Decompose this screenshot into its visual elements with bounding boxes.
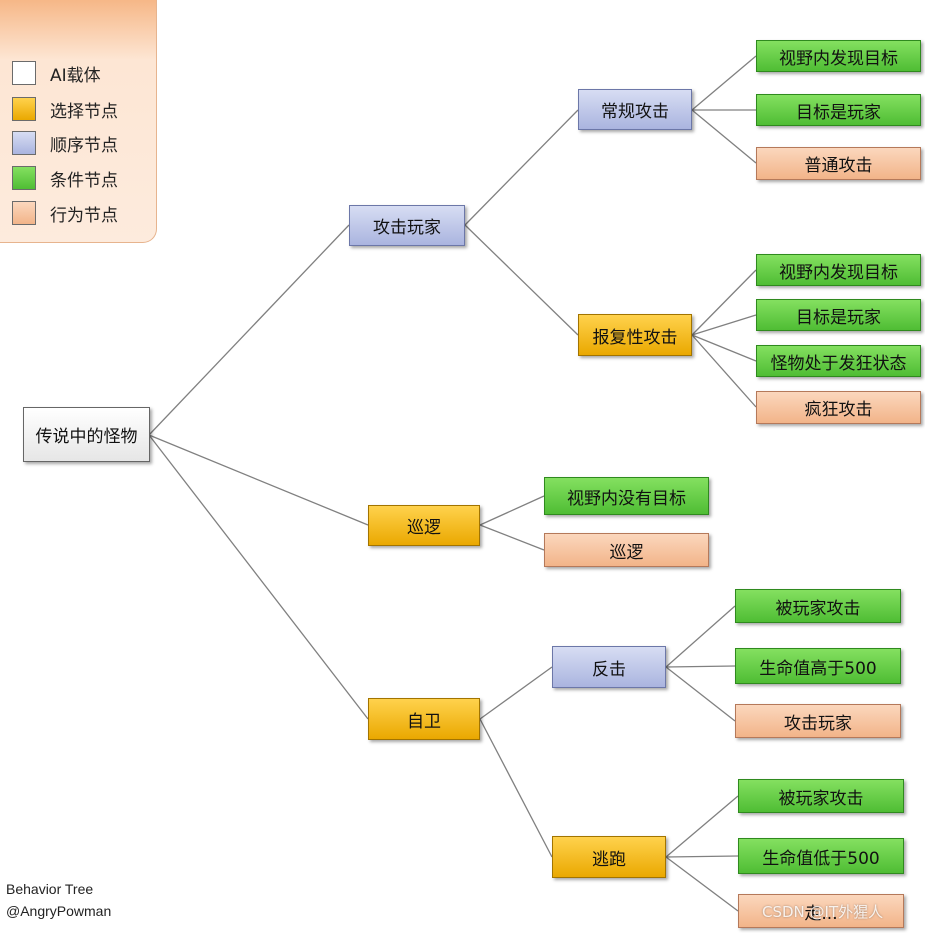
legend-label: 选择节点: [50, 101, 118, 122]
node-c-attacked: 被玩家攻击: [735, 589, 901, 623]
legend-swatch-orange: [12, 97, 36, 121]
edge: [665, 856, 739, 912]
node-f-attacked: 被玩家攻击: [738, 779, 904, 813]
watermark: CSDN @IT外猩人: [762, 903, 884, 921]
edge: [665, 605, 736, 668]
node-ra-target-in-view: 视野内发现目标: [756, 254, 921, 286]
edge: [665, 666, 736, 722]
edge: [479, 495, 545, 526]
edge: [148, 434, 369, 720]
legend-item-action: 行为节点: [12, 200, 118, 226]
edge: [691, 269, 757, 336]
credit-title: Behavior Tree: [6, 881, 94, 897]
node-na-target-is-player: 目标是玩家: [756, 94, 921, 126]
edge: [479, 718, 553, 858]
node-na-target-in-view: 视野内发现目标: [756, 40, 921, 72]
node-self-defense: 自卫: [368, 698, 480, 740]
legend-item-sequence: 顺序节点: [12, 130, 118, 156]
legend: AI载体 选择节点 顺序节点 条件节点 行为节点: [0, 0, 157, 243]
legend-label: 顺序节点: [50, 135, 118, 156]
node-c-hp-high: 生命值高于500: [735, 648, 901, 684]
edge: [665, 855, 739, 858]
node-f-hp-low: 生命值低于500: [738, 838, 904, 874]
edge: [691, 334, 757, 362]
node-counter: 反击: [552, 646, 666, 688]
node-patrol-no-target: 视野内没有目标: [544, 477, 709, 515]
node-patrol: 巡逻: [368, 505, 480, 546]
edge: [148, 434, 369, 526]
edge: [464, 224, 579, 336]
legend-label: 行为节点: [50, 205, 118, 226]
node-ra-target-is-player: 目标是玩家: [756, 299, 921, 331]
legend-swatch-white: [12, 61, 36, 85]
edge: [665, 665, 736, 668]
edge: [665, 795, 739, 858]
node-flee: 逃跑: [552, 836, 666, 878]
legend-item-ai-carrier: AI载体: [12, 60, 101, 86]
edge: [691, 109, 757, 164]
credit-author: @AngryPowman: [6, 903, 112, 919]
edge: [148, 224, 350, 436]
edge: [479, 524, 545, 551]
node-f-action: 走...: [738, 894, 904, 928]
node-patrol-action: 巡逻: [544, 533, 709, 567]
legend-label: AI载体: [50, 65, 101, 86]
legend-swatch-green: [12, 166, 36, 190]
node-normal-attack: 常规攻击: [578, 89, 692, 130]
edge: [691, 334, 757, 408]
edge: [479, 666, 553, 720]
node-c-action: 攻击玩家: [735, 704, 901, 738]
legend-item-selector: 选择节点: [12, 96, 118, 122]
legend-swatch-blue: [12, 131, 36, 155]
edge: [464, 109, 579, 226]
node-root: 传说中的怪物: [23, 407, 150, 462]
edge: [691, 314, 757, 336]
edge: [691, 55, 757, 111]
legend-label: 条件节点: [50, 170, 118, 191]
legend-item-condition: 条件节点: [12, 165, 118, 191]
legend-swatch-peach: [12, 201, 36, 225]
node-attack-player: 攻击玩家: [349, 205, 465, 246]
node-revenge-attack: 报复性攻击: [578, 314, 692, 356]
node-ra-berserk: 怪物处于发狂状态: [756, 345, 921, 377]
node-na-action: 普通攻击: [756, 147, 921, 180]
node-ra-action: 疯狂攻击: [756, 391, 921, 424]
